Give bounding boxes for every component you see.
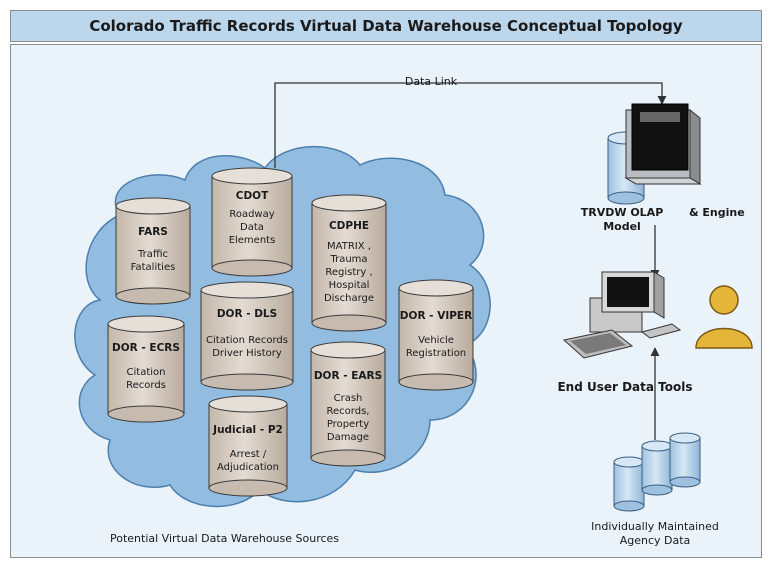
source-desc: Roadway Data Elements	[228, 209, 276, 246]
olap-label: TRVDW OLAP Model	[580, 206, 664, 233]
cylinder-cdphe	[311, 194, 387, 332]
olap-engine-icon	[607, 103, 702, 205]
sources-label: Potential Virtual Data Warehouse Sources	[110, 532, 340, 545]
source-desc: Traffic Fatalities	[130, 249, 176, 273]
data-link-label: Data Link	[404, 75, 458, 88]
source-title: FARS	[138, 226, 168, 238]
agency-data-label: Individually Maintained Agency Data	[591, 520, 719, 547]
source-desc: Arrest / Adjudication	[216, 449, 280, 473]
user-icon	[695, 285, 753, 349]
cylinder-judicial-p2	[208, 395, 288, 497]
source-title: DOR - VIPER	[399, 310, 473, 322]
source-title: Judicial - P2	[213, 424, 283, 436]
source-desc: Vehicle Registration	[405, 335, 467, 359]
cylinder-fars	[115, 197, 191, 305]
source-dor-dls: DOR - DLS Citation Records Driver Histor…	[201, 308, 293, 360]
end-user-tools-label: End User Data Tools	[557, 380, 693, 394]
cylinder-dor-viper	[398, 279, 474, 391]
source-cdot: CDOT Roadway Data Elements	[212, 190, 292, 247]
source-fars: FARS Traffic Fatalities	[116, 226, 190, 274]
source-desc: Crash Records, Property Damage	[326, 393, 370, 443]
source-desc: MATRIX , Trauma Registry , Hospital Disc…	[323, 241, 375, 304]
source-dor-viper: DOR - VIPER Vehicle Registration	[399, 310, 473, 360]
data-link-arrow	[274, 82, 667, 168]
engine-label: & Engine	[689, 206, 745, 219]
source-cdphe: CDPHE MATRIX , Trauma Registry , Hospita…	[312, 220, 386, 305]
cylinder-dor-dls	[200, 281, 294, 391]
source-desc: Citation Records Driver History	[206, 335, 288, 359]
source-title: DOR - DLS	[216, 308, 278, 320]
source-dor-ecrs: DOR - ECRS Citation Records	[108, 342, 184, 392]
agency-data-icon	[613, 432, 701, 512]
diagram-title: Colorado Traffic Records Virtual Data Wa…	[10, 10, 762, 42]
source-dor-ears: DOR - EARS Crash Records, Property Damag…	[311, 370, 385, 444]
source-title: DOR - EARS	[313, 370, 383, 382]
cylinder-dor-ears	[310, 341, 386, 467]
source-judicial-p2: Judicial - P2 Arrest / Adjudication	[209, 424, 287, 474]
source-title: CDOT	[235, 190, 269, 202]
source-title: CDPHE	[328, 220, 370, 232]
cylinder-dor-ecrs	[107, 315, 185, 423]
source-desc: Citation Records	[126, 367, 166, 391]
source-title: DOR - ECRS	[112, 342, 180, 354]
cylinder-cdot	[211, 167, 293, 277]
computer-icon	[562, 271, 682, 359]
